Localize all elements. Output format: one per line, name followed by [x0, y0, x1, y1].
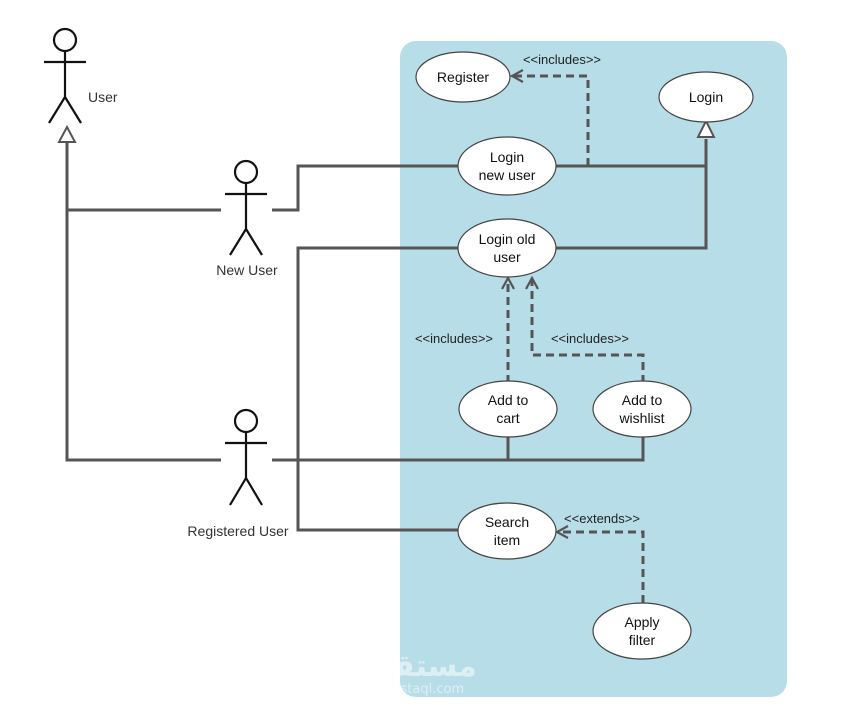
login-new-user-label-line2: new user — [479, 167, 536, 183]
includes-register-label: <<includes>> — [523, 52, 601, 67]
dependency-lines — [508, 76, 645, 603]
new-user-generalization-line — [65, 142, 221, 212]
extends-filter-label: <<extends>> — [564, 511, 640, 526]
login-old-user-use-case[interactable] — [457, 218, 557, 278]
user-actor — [44, 27, 86, 124]
register-label: Register — [437, 69, 489, 85]
new-user-to-login-new-user-line — [272, 164, 458, 212]
search-item-label-line1: Search — [485, 514, 529, 530]
new-user-actor — [225, 159, 267, 256]
login-use-case[interactable] — [658, 71, 754, 123]
includes-register-line — [512, 76, 590, 166]
apply-filter-use-case[interactable] — [592, 602, 692, 660]
add-to-wishlist-label-line2: wishlist — [618, 410, 664, 426]
system-boundary — [400, 41, 787, 697]
add-to-wishlist-use-case[interactable] — [592, 380, 692, 438]
includes-wishlist-label: <<includes>> — [551, 331, 629, 346]
user-actor-head-icon — [52, 27, 78, 53]
login-generalization-arrowhead — [696, 118, 716, 138]
add-to-cart-use-case[interactable] — [458, 380, 558, 438]
includes-wishlist-line — [532, 278, 645, 383]
watermark-latin: mostaql.com — [380, 682, 464, 697]
register-use-case[interactable] — [415, 51, 511, 103]
new-user-actor-head-icon — [233, 159, 259, 185]
registered-user-to-login-old-user-line — [272, 246, 458, 462]
registered-user-generalization-line — [65, 210, 221, 462]
includes-cart-label: <<includes>> — [415, 331, 493, 346]
login-label: Login — [689, 89, 723, 105]
search-item-label-line2: item — [494, 532, 520, 548]
use-case-shapes — [415, 51, 754, 660]
login-old-user-generalization-line — [555, 166, 708, 250]
registered-user-actor-label: Registered User — [187, 523, 288, 539]
watermark-arabic: مستقل — [367, 649, 477, 684]
generalization-lines — [65, 142, 221, 462]
login-old-user-label-line2: user — [493, 249, 521, 265]
login-generalization-lines — [555, 139, 708, 250]
add-to-wishlist-label-line1: Add to — [622, 392, 663, 408]
registered-user-actor — [225, 408, 267, 506]
watermark: مستقل mostaql.com — [367, 649, 477, 697]
login-new-user-use-case[interactable] — [457, 136, 557, 196]
login-new-user-label-line1: Login — [490, 149, 524, 165]
apply-filter-label-line2: filter — [629, 632, 656, 648]
new-user-actor-label: New User — [216, 262, 278, 278]
user-generalization-arrowhead — [57, 124, 77, 143]
add-to-cart-label-line1: Add to — [488, 392, 529, 408]
registered-user-to-search-item-line — [296, 460, 458, 532]
registered-user-to-add-to-wishlist-line — [298, 437, 645, 462]
login-old-user-label-line1: Login old — [479, 231, 536, 247]
registered-user-actor-head-icon — [233, 408, 259, 434]
add-to-cart-label-line2: cart — [496, 410, 519, 426]
apply-filter-label-line1: Apply — [624, 614, 659, 630]
extends-filter-line — [557, 532, 645, 603]
user-actor-label: User — [88, 89, 118, 105]
search-item-use-case[interactable] — [457, 502, 557, 560]
association-lines — [272, 164, 645, 532]
